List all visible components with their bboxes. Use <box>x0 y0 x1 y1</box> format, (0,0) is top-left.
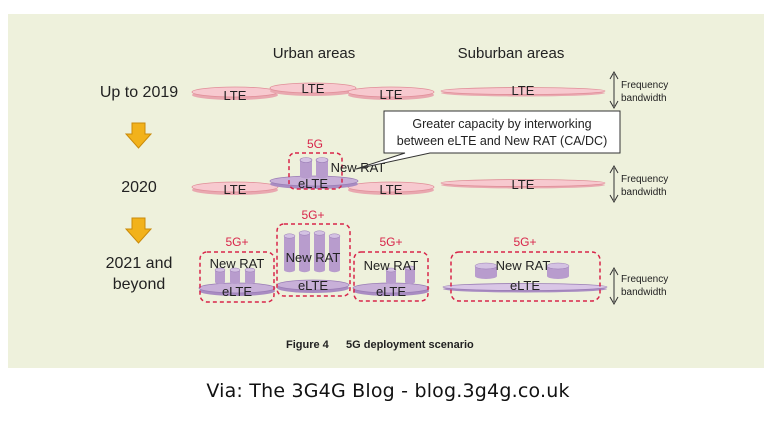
small-cell-cylinder <box>474 262 498 279</box>
5g-plus-label: 5G+ <box>225 235 248 249</box>
lte-disc-urban-right <box>347 181 435 195</box>
small-cell-cylinder <box>328 233 341 273</box>
lte-disc-urban-right <box>347 86 435 100</box>
lte-label: LTE <box>302 81 325 96</box>
bandwidth-arrow-icon <box>609 70 619 110</box>
row-label-2020: 2020 <box>121 179 157 196</box>
row-label-2019: Up to 2019 <box>100 84 178 101</box>
freq-label-line1: Frequency <box>621 174 668 185</box>
callout-box <box>355 110 621 170</box>
row-label-2021-line1: 2021 and <box>106 255 173 272</box>
elte-disc <box>442 283 608 293</box>
freq-label-line2: bandwidth <box>621 187 667 198</box>
elte-label: eLTE <box>510 278 540 293</box>
elte-label: eLTE <box>298 278 328 293</box>
lte-label: LTE <box>224 182 247 197</box>
small-cell-cylinder <box>229 267 241 284</box>
elte-label: eLTE <box>222 284 252 299</box>
figure-title: 5G deployment scenario <box>346 339 474 351</box>
freq-label-line1: Frequency <box>621 80 668 91</box>
callout-text-line2: between eLTE and New RAT (CA/DC) <box>397 134 608 148</box>
elte-disc <box>352 282 430 296</box>
5g-plus-label: 5G+ <box>513 235 536 249</box>
lte-label: LTE <box>512 83 535 98</box>
5g-label: 5G <box>307 137 323 151</box>
new-rat-label: New RAT <box>286 250 341 265</box>
small-cell-cylinder <box>315 157 329 179</box>
lte-disc-urban-left <box>191 86 279 100</box>
down-arrow-icon <box>124 122 153 149</box>
freq-label-line1: Frequency <box>621 274 668 285</box>
source-footer: Via: The 3G4G Blog - blog.3g4g.co.uk <box>206 380 570 402</box>
header-urban: Urban areas <box>273 45 356 62</box>
bandwidth-arrow-icon <box>609 266 619 306</box>
elte-disc <box>276 279 350 293</box>
new-rat-label: New RAT <box>364 258 419 273</box>
5g-plus-label: 5G+ <box>301 208 324 222</box>
elte-label: eLTE <box>298 176 328 191</box>
small-cell-cylinder <box>313 230 326 273</box>
lte-label: LTE <box>380 87 403 102</box>
5g-plus-dashed-box <box>353 251 429 302</box>
small-cell-cylinder <box>299 157 313 179</box>
small-cell-cylinder <box>283 233 296 273</box>
small-cell-cylinder <box>244 267 256 284</box>
freq-label-line2: bandwidth <box>621 287 667 298</box>
lte-label: LTE <box>224 88 247 103</box>
new-rat-label: New RAT <box>496 258 551 273</box>
lte-disc-suburban <box>440 87 606 97</box>
lte-disc-urban-mid <box>269 82 357 96</box>
5g-plus-dashed-box <box>276 223 351 297</box>
5g-plus-dashed-box <box>450 251 601 302</box>
callout-text-line1: Greater capacity by interworking <box>412 117 591 131</box>
header-suburban: Suburban areas <box>458 45 565 62</box>
small-cell-cylinder <box>546 262 570 279</box>
small-cell-cylinder <box>385 267 397 284</box>
5g-plus-dashed-box <box>199 251 275 303</box>
elte-label: eLTE <box>376 284 406 299</box>
small-cell-cylinder <box>298 230 311 273</box>
small-cell-cylinder <box>404 265 416 284</box>
lte-label: LTE <box>380 182 403 197</box>
bandwidth-arrow-icon <box>609 164 619 204</box>
down-arrow-icon <box>124 217 153 244</box>
lte-label: LTE <box>512 177 535 192</box>
lte-disc-urban-left <box>191 181 279 195</box>
figure-number: Figure 4 <box>286 339 330 351</box>
new-rat-label: New RAT <box>210 256 265 271</box>
5g-plus-label: 5G+ <box>379 235 402 249</box>
elte-disc-urban-mid <box>269 175 359 189</box>
small-cell-cylinder <box>214 267 226 284</box>
row-label-2021-line2: beyond <box>113 276 166 293</box>
lte-disc-suburban <box>440 179 606 189</box>
freq-label-line2: bandwidth <box>621 93 667 104</box>
